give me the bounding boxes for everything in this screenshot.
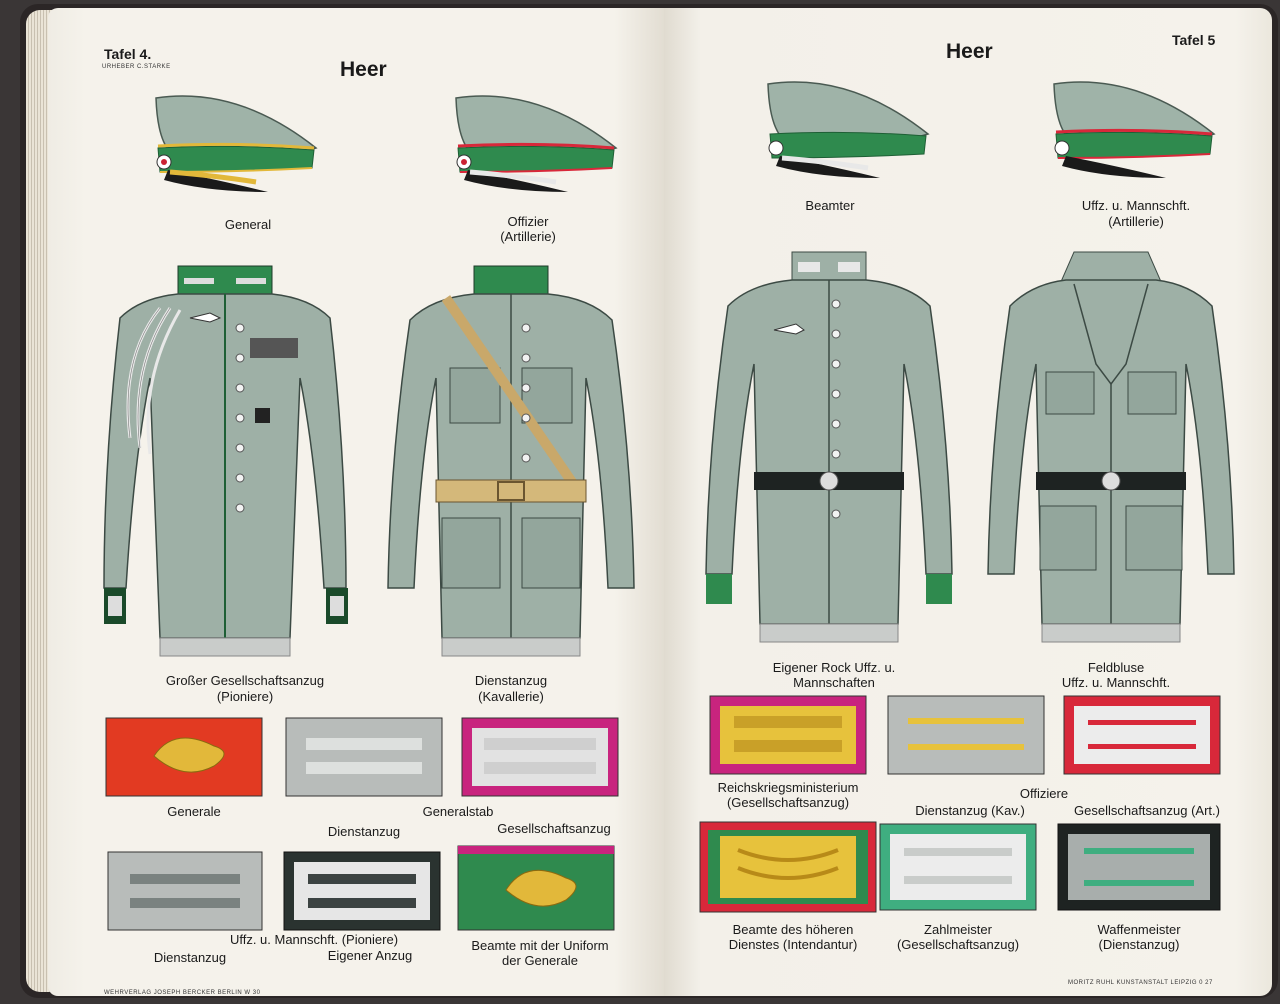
patch-uffz-dienstanzug: [107, 851, 263, 931]
caption-tunic-2-line1: Dienstanzug: [474, 673, 548, 688]
label-beamte-generale-2: der Generale: [502, 953, 578, 968]
caption-officer-cap-1: Offizier: [507, 214, 549, 229]
caption-tunic-1-line1: Großer Gesellschaftsanzug: [165, 673, 325, 688]
page-edges: [26, 10, 52, 992]
caption-tunic-3-line1: Eigener Rock Uffz. u.: [772, 660, 896, 675]
credit-line: URHEBER C.STARKE: [102, 64, 171, 70]
caption-tunic-3-line2: Mannschaften: [793, 675, 875, 690]
patch-reichskriegsministerium: [709, 695, 867, 775]
caption-officer-cap-2: (Artillerie): [500, 229, 556, 244]
eigener-rock-tunic-illustration: [705, 251, 953, 643]
label-eigener-anzug: Eigener Anzug: [327, 948, 413, 963]
label-beamte-hoeheren-1: Beamte des höheren: [732, 922, 854, 937]
label-gesellschaftsanzug: Gesellschaftsanzug: [497, 821, 611, 836]
printer-imprint: MORITZ RUHL KUNSTANSTALT LEIPZIG 0 27: [1068, 980, 1213, 986]
caption-tunic-4-line1: Feldbluse: [1087, 660, 1145, 675]
patch-generalstab-dienstanzug: [285, 717, 443, 797]
feldbluse-tunic-illustration: [987, 251, 1235, 643]
right-page: Heer Tafel 5 Beamter Uffz. u. Mannschft.…: [664, 8, 1272, 996]
label-reichskriegsministerium-2: (Gesellschaftsanzug): [726, 795, 850, 810]
label-offiziere: Offiziere: [1019, 786, 1069, 801]
caption-uffz-cap-2: (Artillerie): [1108, 214, 1164, 229]
label-zahlmeister-2: (Gesellschaftsanzug): [896, 937, 1020, 952]
label-dienstanzug: Dienstanzug: [327, 824, 401, 839]
patch-uffz-eigener-anzug: [283, 851, 441, 931]
patch-offiziere-dienstanzug-kav: [887, 695, 1045, 775]
officer-cap-illustration: [455, 95, 618, 192]
uffz-cap-illustration: [1053, 81, 1216, 178]
plate-number-right: Tafel 5: [1172, 32, 1216, 48]
page-heading-left: Heer: [340, 58, 387, 81]
dienstanzug-kavallerie-tunic-illustration: [387, 265, 635, 657]
publisher-imprint: WEHRVERLAG JOSEPH BERCKER BERLIN W 30: [104, 990, 261, 996]
beamter-cap-illustration: [767, 81, 930, 178]
label-waffenmeister-1: Waffenmeister: [1097, 922, 1181, 937]
label-waffenmeister-2: (Dienstanzug): [1098, 937, 1180, 952]
page-heading-right: Heer: [946, 40, 993, 63]
label-generalstab: Generalstab: [422, 804, 494, 819]
caption-tunic-1-line2: (Pioniere): [216, 689, 274, 704]
label-reichskriegsministerium-1: Reichskriegsministerium: [717, 780, 859, 795]
label-beamte-generale-1: Beamte mit der Uniform: [471, 938, 609, 953]
general-cap-illustration: [155, 95, 318, 192]
patch-waffenmeister: [1057, 823, 1221, 911]
caption-tunic-4-line2: Uffz. u. Mannschft.: [1061, 675, 1171, 690]
patch-generale: [105, 717, 263, 797]
label-uffz-pioniere: Uffz. u. Mannschft. (Pioniere): [229, 932, 399, 947]
caption-tunic-2-line2: (Kavallerie): [478, 689, 544, 704]
label-gesellschaftsanzug-art: Gesellschaftsanzug (Art.): [1074, 803, 1220, 818]
gesellschaftsanzug-tunic-illustration: [103, 265, 348, 657]
label-beamte-hoeheren-2: Dienstes (Intendantur): [728, 937, 858, 952]
label-zahlmeister-1: Zahlmeister: [924, 922, 992, 937]
caption-beamter-cap: Beamter: [805, 198, 855, 213]
patch-generalstab-gesellschaftsanzug: [461, 717, 619, 797]
caption-general-cap: General: [224, 217, 272, 232]
caption-uffz-cap-1: Uffz. u. Mannschft.: [1081, 198, 1191, 213]
label-dienstanzug-2: Dienstanzug: [153, 950, 227, 965]
patch-beamte-generale: [457, 845, 615, 931]
plate-number-left: Tafel 4.: [104, 46, 152, 62]
label-generale: Generale: [167, 804, 221, 819]
patch-zahlmeister: [879, 823, 1037, 911]
label-dienstanzug-kav: Dienstanzug (Kav.): [915, 803, 1025, 818]
patch-offiziere-gesellschaftsanzug-art: [1063, 695, 1221, 775]
left-page: Tafel 4. URHEBER C.STARKE Heer General O…: [48, 8, 664, 996]
patch-beamte-hoeheren-dienstes: [699, 821, 877, 913]
